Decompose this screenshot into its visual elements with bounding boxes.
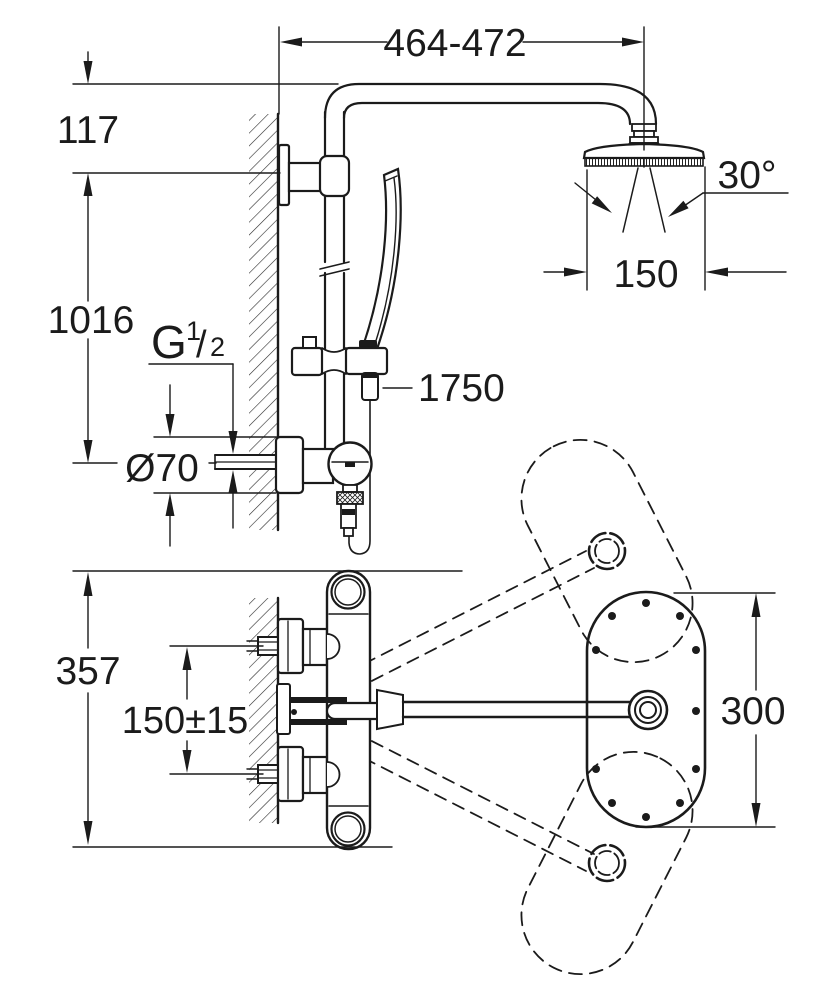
rail-slider-holder — [290, 336, 389, 401]
inlet-flange-lower — [276, 745, 329, 803]
volume-knob — [330, 811, 366, 847]
dimension-rail-height: 1016 — [48, 173, 217, 464]
dimension-spray-angle-label: 30° — [718, 154, 777, 197]
thread-spec-label: G 1 / 2 — [148, 316, 238, 529]
swing-range-dashed — [345, 438, 694, 976]
wall-section-lower — [249, 596, 280, 825]
inlet-stub-lower — [246, 764, 279, 784]
dimension-head-diameter-label: 150 — [613, 253, 678, 296]
swivel-arm — [276, 683, 632, 735]
upper-view: 464-472 117 1016 G 1 / 2 — [48, 22, 789, 555]
dimension-hose-length-label: 1750 — [418, 367, 505, 410]
dimension-overall-height-label: 357 — [55, 650, 120, 693]
supply-stub — [214, 454, 279, 470]
thread-slash: / — [196, 324, 207, 366]
hand-shower — [360, 167, 402, 351]
spray-angle-lines — [622, 158, 666, 233]
dimension-rail-height-label: 1016 — [48, 299, 135, 342]
shower-plate — [585, 590, 707, 829]
inlet-flange-upper — [276, 617, 329, 675]
thread-denominator: 2 — [210, 332, 225, 362]
dimension-arm-drop: 117 — [57, 51, 339, 174]
dimension-escutcheon-diameter-label: Ø70 — [125, 447, 199, 490]
dimension-plate-height: 300 — [635, 592, 786, 828]
rail-break-mark — [319, 261, 350, 277]
dimension-escutcheon-diameter: Ø70 — [125, 384, 277, 547]
dimension-plate-height-label: 300 — [720, 690, 785, 733]
knurled-nut — [336, 491, 364, 505]
plate-screw-dots — [592, 599, 700, 821]
dimension-arm-drop-label: 117 — [57, 109, 119, 152]
dimension-head-diameter: 150 — [543, 166, 787, 296]
temperature-knob — [330, 574, 366, 610]
wall-escutcheon — [274, 435, 305, 495]
dimension-overall-height: 357 — [55, 570, 463, 848]
dimension-width-range-label: 464-472 — [383, 22, 526, 65]
dimension-inlet-spacing-label: 150±15 — [122, 700, 249, 742]
dimension-width-range: 464-472 — [278, 22, 645, 151]
thread-numerator: 1 — [186, 316, 201, 346]
dimension-spray-angle: 30° — [574, 154, 789, 217]
dimension-inlet-spacing: 150±15 — [122, 645, 264, 775]
dimension-hose-length: 1750 — [382, 367, 505, 410]
rail-wall-holder — [277, 143, 351, 207]
shower-hose — [348, 399, 371, 555]
inlet-stub-upper — [246, 636, 279, 656]
diverter-valve — [301, 441, 373, 537]
lower-view: 357 150±15 300 — [55, 438, 786, 976]
shower-arm-pipe — [323, 82, 658, 126]
thread-prefix: G — [151, 316, 187, 368]
